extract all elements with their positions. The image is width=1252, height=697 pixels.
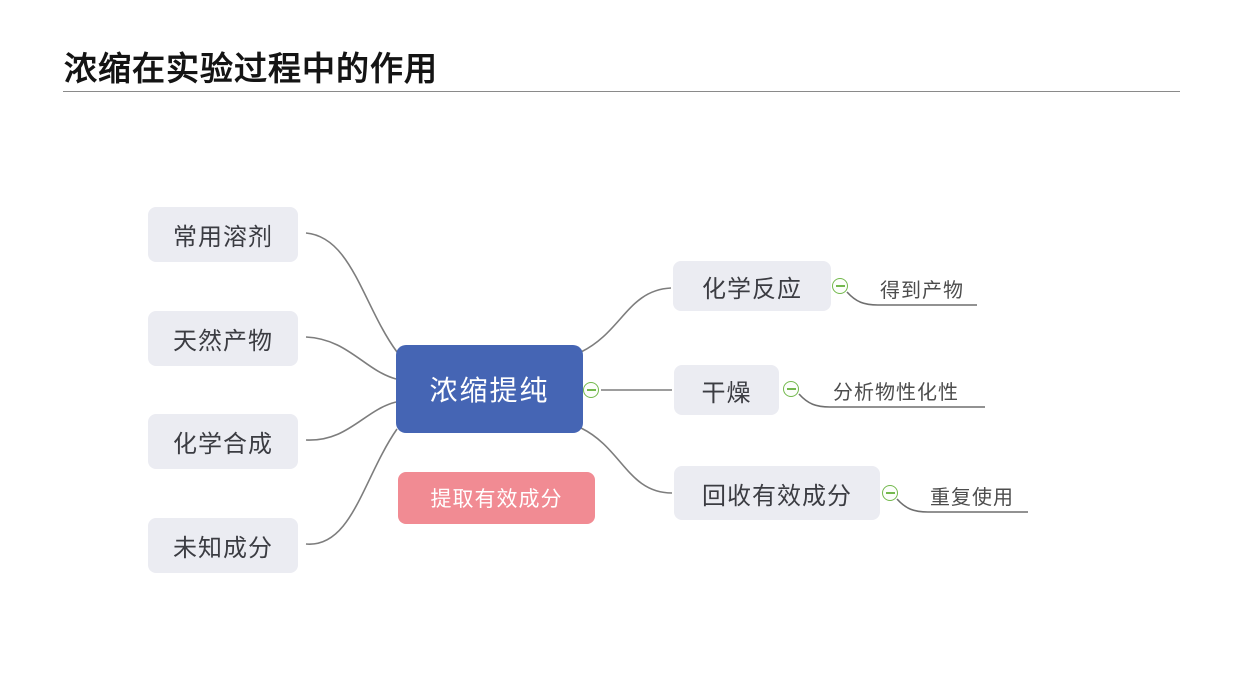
connector-left-4 — [305, 428, 398, 545]
leaf-underline-3 — [896, 498, 1028, 513]
node-label: 未知成分 — [173, 535, 273, 562]
collapse-button-root[interactable] — [583, 382, 599, 398]
minus-icon — [586, 389, 596, 391]
node-chemical-synthesis[interactable]: 化学合成 — [148, 414, 298, 469]
collapse-button-recover[interactable] — [882, 485, 898, 501]
node-label: 回收有效成分 — [702, 482, 852, 510]
node-unknown-components[interactable]: 未知成分 — [148, 518, 298, 573]
node-common-solvents[interactable]: 常用溶剂 — [148, 207, 298, 262]
node-label: 化学合成 — [173, 431, 273, 458]
leaf-obtain-products[interactable]: 得到产物 — [880, 280, 964, 302]
leaf-underline-1 — [846, 291, 977, 306]
node-natural-products[interactable]: 天然产物 — [148, 311, 298, 366]
node-label: 化学反应 — [702, 275, 802, 303]
collapse-button-drying[interactable] — [783, 381, 799, 397]
connector-left-3 — [305, 401, 397, 441]
connector-left-1 — [305, 232, 398, 353]
node-drying[interactable]: 干燥 — [674, 365, 779, 415]
root-node[interactable]: 浓缩提纯 — [396, 345, 583, 433]
node-label: 天然产物 — [173, 328, 273, 355]
minus-icon — [835, 285, 845, 287]
node-label: 干燥 — [701, 379, 752, 407]
node-chemical-reaction[interactable]: 化学反应 — [673, 261, 831, 311]
connector-right-3 — [580, 427, 673, 494]
node-extract-effective-components[interactable]: 提取有效成分 — [398, 472, 595, 524]
minus-icon — [885, 492, 895, 494]
minus-icon — [786, 388, 796, 390]
leaf-underline-2 — [798, 393, 985, 408]
node-label: 常用溶剂 — [173, 224, 273, 251]
root-node-label: 浓缩提纯 — [429, 375, 550, 406]
title-divider — [63, 91, 1180, 92]
leaf-analyze-properties[interactable]: 分析物性化性 — [833, 382, 959, 404]
connector-left-2 — [305, 336, 397, 380]
page-title: 浓缩在实验过程中的作用 — [64, 50, 438, 87]
leaf-reuse[interactable]: 重复使用 — [930, 487, 1014, 509]
node-recover-effective-components[interactable]: 回收有效成分 — [674, 466, 880, 520]
collapse-button-chemical-reaction[interactable] — [832, 278, 848, 294]
node-label: 提取有效成分 — [430, 488, 563, 511]
connector-right-1 — [580, 287, 672, 353]
